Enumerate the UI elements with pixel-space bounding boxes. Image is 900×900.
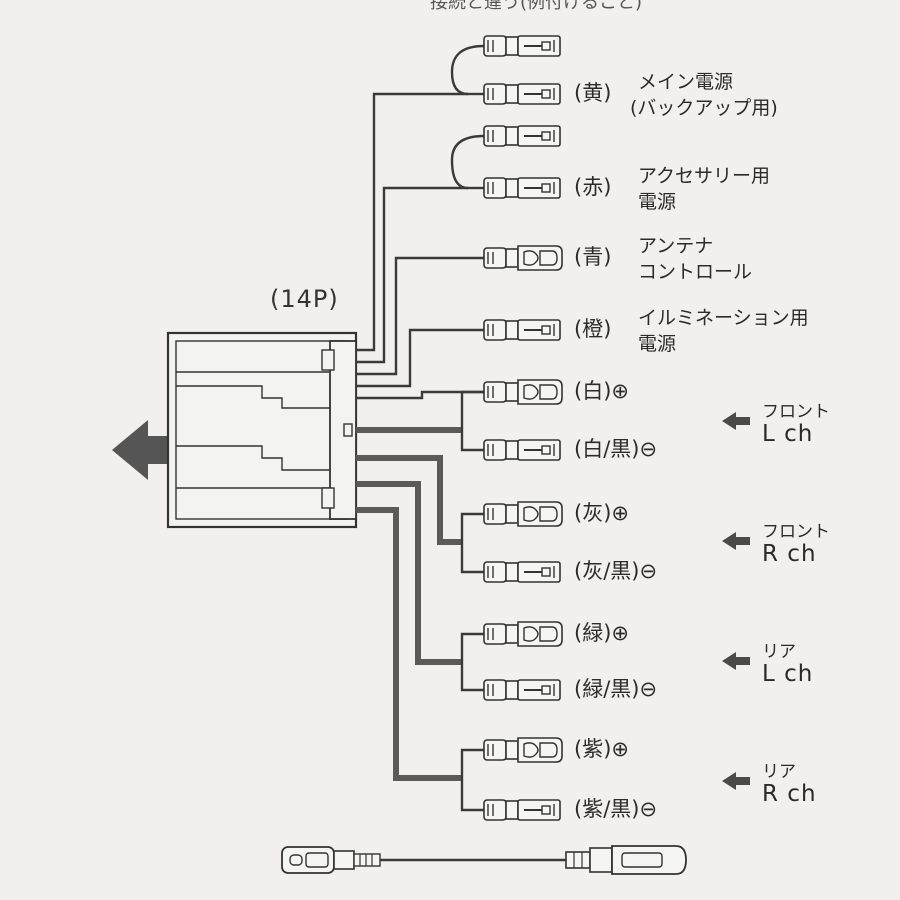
wire-harness: [356, 44, 485, 812]
terminal-socket-2: [483, 245, 563, 271]
wire-color-label: (紫)⊕: [574, 737, 629, 761]
arrow-left-icon: [722, 412, 750, 430]
arrow-left-icon: [722, 772, 750, 790]
speaker-position: フロント: [762, 522, 830, 542]
terminal-socket-6: [483, 501, 563, 527]
wire-function-label: メイン電源: [638, 71, 734, 93]
terminal-socket-8: [483, 621, 563, 647]
wire-function-sublabel: 電源: [638, 333, 677, 355]
speaker-channel: L ch: [762, 421, 814, 447]
speaker-channel: R ch: [762, 541, 817, 567]
arrow-left-icon: [722, 532, 750, 550]
wire-color-label: (白/黒)⊖: [574, 437, 658, 461]
terminal-pin-1: [483, 177, 561, 199]
wire-color-label: (緑/黒)⊖: [574, 677, 658, 701]
terminal-pin-3: [483, 319, 561, 341]
terminal-socket-4: [483, 379, 563, 405]
wire-color-label: (灰)⊕: [574, 501, 629, 525]
fuse-cable: [281, 845, 687, 875]
speaker-channel: R ch: [762, 781, 817, 807]
terminal-pin-11: [483, 799, 561, 821]
wire-color-label: (青): [574, 245, 612, 269]
wire-color-label: (赤): [574, 175, 612, 199]
wire-color-label: (黄): [574, 81, 612, 105]
speaker-channel: L ch: [762, 661, 814, 687]
wire-function-label: アンテナ: [638, 235, 714, 257]
wire-color-label: (橙): [574, 317, 612, 341]
wire-color-label: (白)⊕: [574, 379, 629, 403]
extra-pin-terminal-top-1: [483, 35, 561, 57]
speaker-position: リア: [762, 762, 796, 782]
wire-function-sublabel: 電源: [638, 191, 677, 213]
terminal-pin-7: [483, 561, 561, 583]
wire-function-sublabel: コントロール: [638, 261, 753, 283]
left-arrow-icon: [112, 420, 170, 480]
wire-color-label: (紫/黒)⊖: [574, 797, 658, 821]
wire-function-label: アクセサリー用: [638, 165, 771, 187]
connector-14p: [166, 331, 358, 529]
connector-label: (14P): [270, 285, 339, 313]
wire-terminals: [483, 83, 563, 821]
speaker-position: リア: [762, 642, 796, 662]
wire-color-label: (灰/黒)⊖: [574, 559, 658, 583]
top-note: 接続と違う(例付けること): [430, 0, 643, 13]
terminal-pin-9: [483, 679, 561, 701]
arrow-left-icon: [722, 652, 750, 670]
wire-function-label: イルミネーション用: [638, 307, 809, 329]
extra-pin-terminal-top-2: [483, 125, 561, 147]
speaker-position: フロント: [762, 402, 830, 422]
wire-color-label: (緑)⊕: [574, 621, 629, 645]
terminal-pin-0: [483, 83, 561, 105]
wire-function-sublabel: (バックアップ用): [630, 97, 778, 119]
terminal-socket-10: [483, 737, 563, 763]
terminal-pin-5: [483, 439, 561, 461]
